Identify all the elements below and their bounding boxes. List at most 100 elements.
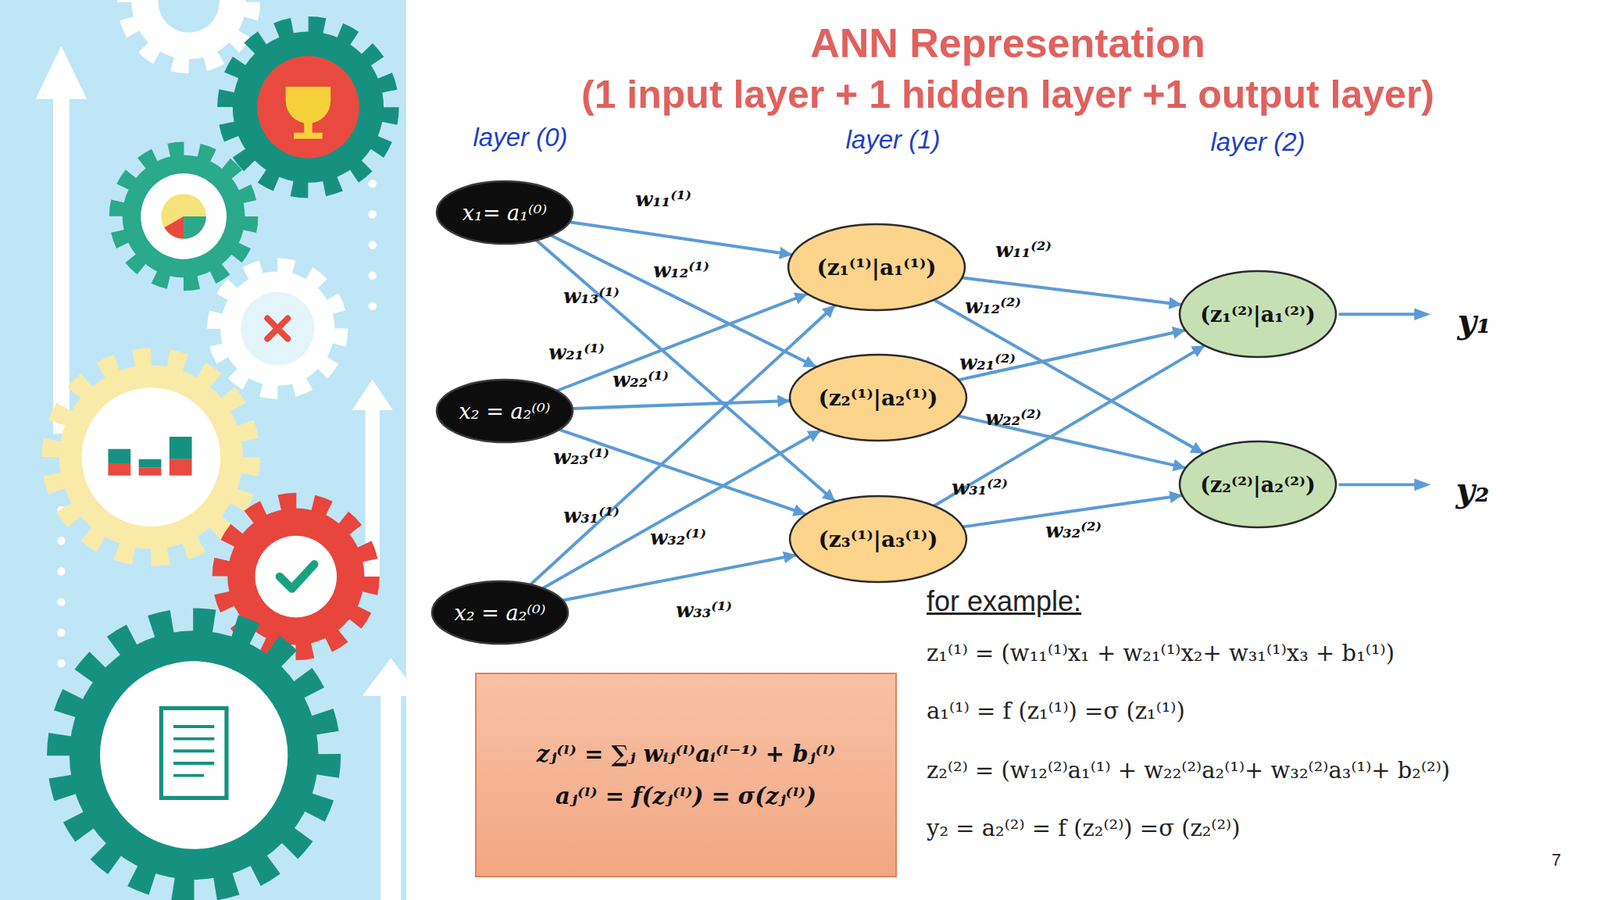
example-heading: for example: [926, 585, 1082, 618]
gear-icon [157, 0, 219, 33]
output-arrow [1339, 482, 1417, 486]
trophy-gear [303, 121, 312, 134]
trophy-gear [226, 25, 390, 190]
side-panel [368, 271, 377, 279]
check-gear [255, 535, 337, 618]
output-arrow [1339, 312, 1417, 316]
input-neuron-outline [436, 181, 573, 244]
input-neuron: x₂ = a₂⁽⁰⁾ [430, 579, 570, 646]
weight-label: w₂₃⁽¹⁾ [553, 445, 610, 469]
weight-connection [535, 239, 836, 502]
formula-text: zⱼ⁽ˡ⁾ = ∑ⱼ wᵢⱼ⁽ˡ⁾aᵢ⁽ˡ⁻¹⁾ + bⱼ⁽ˡ⁾ [536, 740, 836, 768]
clipboard-gear [59, 620, 329, 890]
weight-label: w₃₁⁽¹⁾ [563, 503, 620, 528]
weight-label: w₂₂⁽²⁾ [985, 406, 1042, 430]
weight-connection [934, 345, 1205, 506]
clipboard-gear [100, 660, 288, 849]
neuron-label: (z₁⁽²⁾|a₁⁽²⁾) [1200, 302, 1316, 327]
cancel-gear [214, 265, 341, 393]
bar-chart-gear [169, 459, 193, 476]
weight-connection [562, 554, 797, 600]
side-panel [380, 693, 401, 900]
weight-connection [958, 329, 1186, 380]
layer-label: layer (0) [472, 122, 568, 153]
neuron-label: (z₃⁽¹⁾|a₃⁽¹⁾) [817, 526, 938, 553]
bar-chart-gear [81, 387, 221, 527]
weight-connection [542, 430, 822, 589]
hidden-neuron: (z₁⁽¹⁾|a₁⁽¹⁾) [786, 222, 967, 312]
weight-connection [559, 429, 807, 515]
neuron-label: x₂ = a₂⁽⁰⁾ [459, 399, 551, 424]
trophy-gear [257, 56, 360, 159]
side-panel [35, 46, 87, 100]
side-panel [57, 659, 65, 668]
output-label: y₂ [1456, 471, 1490, 510]
weight-label: w₁₂⁽²⁾ [964, 294, 1022, 318]
cancel-gear [214, 265, 341, 393]
side-panel [368, 179, 377, 188]
hidden-neuron: (z₂⁽¹⁾|a₂⁽¹⁾) [788, 353, 968, 443]
output-arrow [1339, 307, 1432, 491]
hidden-neuron-outline [788, 224, 965, 311]
output-arrow [1414, 307, 1431, 321]
side-panel [362, 657, 420, 696]
formula-box: zⱼ⁽ˡ⁾ = ∑ⱼ wᵢⱼ⁽ˡ⁾aᵢ⁽ˡ⁻¹⁾ + bⱼ⁽ˡ⁾aⱼ⁽ˡ⁾ = … [475, 672, 897, 878]
bar-chart-gear [59, 365, 243, 550]
bar-chart-gear [139, 467, 162, 475]
bar-chart-gear [50, 357, 251, 558]
bar-chart-gear [139, 459, 162, 468]
side-panel [57, 597, 65, 606]
trophy-gear [285, 86, 331, 124]
output-neuron: (z₁⁽²⁾|a₁⁽²⁾) [1178, 269, 1338, 359]
weight-label: w₁₁⁽²⁾ [995, 238, 1052, 262]
clipboard-gear [160, 707, 227, 798]
weight-label: w₂₂⁽¹⁾ [612, 367, 669, 392]
side-panel [57, 567, 65, 575]
weight-label: w₁₂⁽¹⁾ [653, 258, 710, 283]
weight-label: w₁₁⁽¹⁾ [635, 187, 692, 211]
input-neuron: x₁= a₁⁽⁰⁾ [435, 179, 575, 246]
layer-label: layer (1) [845, 125, 940, 155]
chart-gear [140, 173, 227, 260]
chart-gear [183, 216, 207, 240]
output-arrow [1414, 478, 1431, 492]
weight-connection [569, 221, 793, 255]
chart-gear [122, 155, 246, 279]
input-neuron-outline [436, 379, 573, 443]
neuron-label: (z₂⁽²⁾|a₂⁽²⁾) [1200, 472, 1316, 497]
input-neuron: x₂ = a₂⁽⁰⁾ [435, 378, 575, 444]
chart-gear [164, 216, 184, 240]
side-panel [368, 302, 377, 311]
output-label: y₁ [1457, 302, 1492, 341]
weight-connection [933, 300, 1204, 454]
neuron-label: x₂ = a₂⁽⁰⁾ [454, 600, 547, 625]
hidden-neuron-outline [789, 496, 967, 583]
weight-label: w₃₁⁽²⁾ [951, 475, 1008, 500]
weight-label: w₃₂⁽¹⁾ [650, 525, 707, 550]
trophy-gear [293, 132, 323, 140]
weight-label: w₂₁⁽²⁾ [959, 350, 1016, 375]
trophy-gear [226, 25, 390, 190]
side-panel [57, 536, 65, 545]
weight-label: w₂₁⁽¹⁾ [548, 340, 605, 365]
equation: a₁⁽¹⁾ = f (z₁⁽¹⁾) =σ (z₁⁽¹⁾) [926, 697, 1186, 725]
title: ANN Representation [810, 19, 1206, 67]
weight-label: w₁₃⁽¹⁾ [563, 284, 620, 308]
clipboard-gear [69, 630, 319, 880]
chart-gear [160, 193, 206, 239]
output-neuron: (z₂⁽²⁾|a₂⁽²⁾) [1178, 439, 1338, 529]
weight-connection [572, 400, 791, 409]
output-neuron-outline [1179, 271, 1336, 358]
bar-chart-gear [107, 449, 131, 464]
check-gear [279, 564, 315, 589]
weight-label: w₃₂⁽²⁾ [1045, 518, 1102, 543]
weight-label: w₃₃⁽¹⁾ [675, 598, 733, 622]
equation: z₂⁽²⁾ = (w₁₂⁽²⁾a₁⁽¹⁾ + w₂₂⁽²⁾a₂⁽¹⁾+ w₃₂⁽… [926, 757, 1450, 784]
bar-chart-gear [169, 436, 193, 460]
input-neuron-outline [432, 581, 568, 644]
side-panel [53, 96, 70, 434]
subtitle: (1 input layer + 1 hidden layer +1 outpu… [581, 71, 1435, 118]
gear-icon [125, 0, 253, 66]
neuron-label: x₁= a₁⁽⁰⁾ [462, 200, 547, 225]
